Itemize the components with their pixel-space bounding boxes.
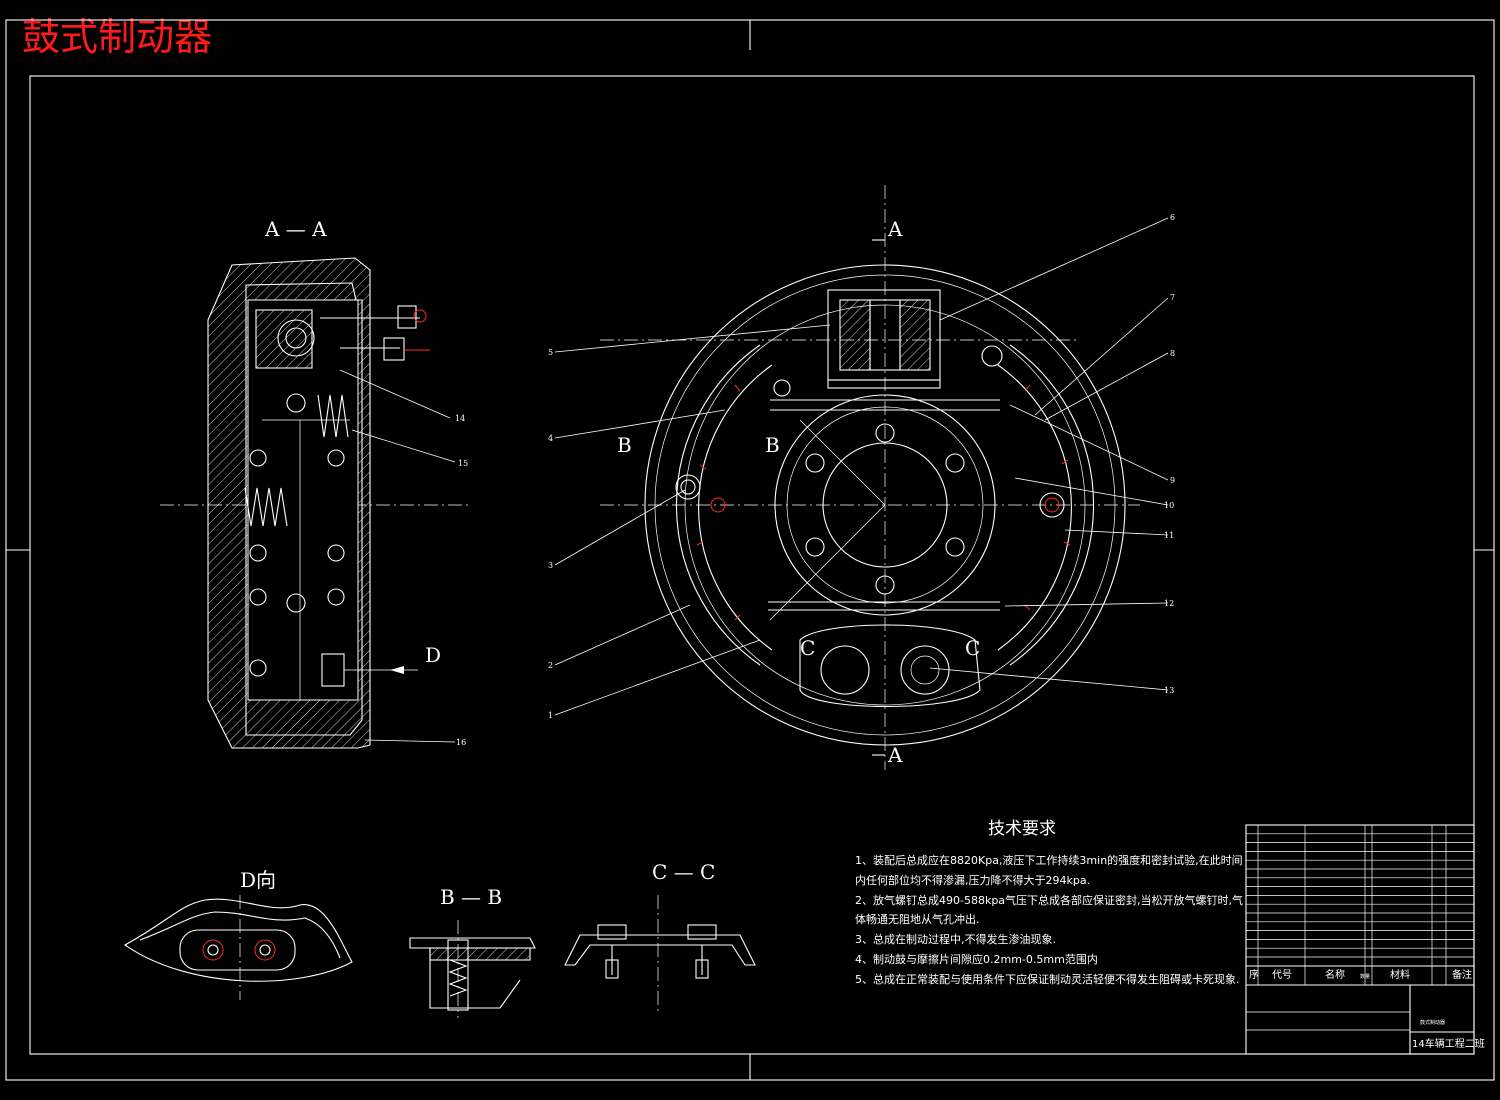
svg-text:代号: 代号 bbox=[1272, 969, 1292, 981]
svg-text:15: 15 bbox=[458, 459, 468, 468]
drawing-name-cell: 鼓式制动器 bbox=[1420, 1019, 1445, 1026]
svg-text:9: 9 bbox=[1170, 476, 1175, 485]
svg-text:14: 14 bbox=[455, 414, 465, 423]
section-bb-view: B — B bbox=[409, 885, 536, 1018]
svg-text:数量: 数量 bbox=[1360, 973, 1370, 980]
svg-text:C: C bbox=[800, 636, 815, 660]
svg-text:2、放气螺钉总成490-588kpa气压下总成各部应保证密封: 2、放气螺钉总成490-588kpa气压下总成各部应保证密封,当松开放气螺钉时,… bbox=[855, 893, 1243, 907]
svg-text:B: B bbox=[617, 433, 632, 457]
section-aa-view: A — A D 14 bbox=[160, 217, 470, 749]
svg-text:序: 序 bbox=[1249, 968, 1259, 981]
section-aa-label: A — A bbox=[264, 217, 327, 241]
sheet-border bbox=[5, 19, 1495, 1081]
svg-text:13: 13 bbox=[1164, 686, 1174, 695]
svg-text:3、总成在制动过程中,不得发生渗油现象.: 3、总成在制动过程中,不得发生渗油现象. bbox=[855, 932, 1056, 946]
svg-text:材料: 材料 bbox=[1390, 968, 1410, 981]
svg-text:1: 1 bbox=[548, 711, 553, 720]
svg-text:7: 7 bbox=[1170, 293, 1175, 302]
view-d: D向 bbox=[123, 868, 353, 1000]
svg-text:名称: 名称 bbox=[1325, 968, 1345, 981]
svg-text:16: 16 bbox=[456, 738, 466, 747]
svg-text:2: 2 bbox=[548, 661, 553, 670]
svg-text:备注: 备注 bbox=[1452, 968, 1472, 981]
svg-text:4、制动鼓与摩擦片间隙应0.2mm-0.5mm范围内: 4、制动鼓与摩擦片间隙应0.2mm-0.5mm范围内 bbox=[855, 952, 1098, 966]
svg-text:11: 11 bbox=[1164, 531, 1174, 540]
svg-text:C: C bbox=[965, 636, 980, 660]
svg-text:10: 10 bbox=[1164, 501, 1174, 510]
drawing-title: 鼓式制动器 bbox=[22, 15, 213, 59]
svg-text:B: B bbox=[765, 433, 780, 457]
svg-text:8: 8 bbox=[1170, 349, 1175, 358]
part-leaders: 1 2 3 4 5 6 7 8 9 10 11 12 13 bbox=[548, 213, 1175, 720]
school-cell: 14车辆工程二班 bbox=[1412, 1037, 1485, 1050]
svg-text:12: 12 bbox=[1164, 599, 1174, 608]
section-a-bottom-mark: A bbox=[887, 743, 903, 767]
svg-text:5: 5 bbox=[548, 348, 553, 357]
title-block: 序 代号 名称 数量 材料 备注 鼓式制动器 14车辆工程二班 bbox=[1245, 824, 1485, 1055]
lining-rivet-marks bbox=[696, 384, 1071, 621]
view-d-arrow-label: D bbox=[425, 643, 441, 667]
tech-requirements: 技术要求 1、装配后总成应在8820Kpa,液压下工作持续3min的强度和密封试… bbox=[855, 819, 1243, 986]
svg-text:1、装配后总成应在8820Kpa,液压下工作持续3min的强: 1、装配后总成应在8820Kpa,液压下工作持续3min的强度和密封试验,在此时… bbox=[855, 853, 1243, 867]
section-a-top-mark: A bbox=[887, 217, 903, 241]
section-cc-view: C — C bbox=[564, 860, 756, 1015]
svg-text:5、总成在正常装配与使用条件下应保证制动灵活轻便不得发生阻碍: 5、总成在正常装配与使用条件下应保证制动灵活轻便不得发生阻碍或卡死现象. bbox=[855, 972, 1240, 986]
svg-text:4: 4 bbox=[548, 434, 553, 443]
svg-text:内任何部位均不得渗漏,压力降不得大于294kpa.: 内任何部位均不得渗漏,压力降不得大于294kpa. bbox=[855, 873, 1090, 887]
front-view: A A bbox=[600, 185, 1140, 770]
section-bb-label: B — B bbox=[440, 885, 502, 909]
tech-heading: 技术要求 bbox=[988, 819, 1056, 839]
section-cc-label: C — C bbox=[652, 860, 715, 884]
svg-text:3: 3 bbox=[548, 561, 553, 570]
svg-text:体畅通无阻地从气孔冲出.: 体畅通无阻地从气孔冲出. bbox=[855, 912, 980, 926]
svg-text:6: 6 bbox=[1170, 213, 1175, 222]
parts-header: 序 代号 名称 数量 材料 备注 bbox=[1249, 968, 1472, 981]
view-d-label: D向 bbox=[240, 868, 276, 892]
